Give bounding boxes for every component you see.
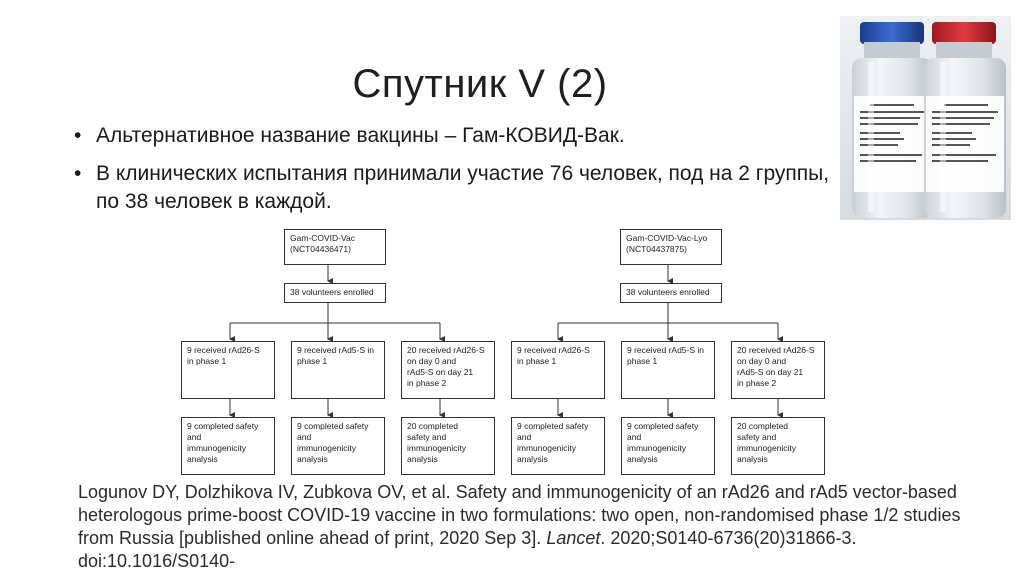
vaccine-vials-illustration [840,16,1011,220]
arm-received-box: 20 received rAd26-S on day 0 and rAd5-S … [401,341,495,399]
arm-completed-box: 20 completed safety and immunogenicity a… [731,417,825,475]
slide-title: Спутник V (2) [352,62,608,106]
trial-box-gam-covid-vac-lyo: Gam-COVID-Vac-Lyo (NCT04437875) [620,229,722,265]
arm-completed-box: 9 completed safety and immunogenicity an… [291,417,385,475]
flowchart-connectors [229,265,783,418]
arm-completed-box: 9 completed safety and immunogenicity an… [181,417,275,475]
bullet-item: • Альтернативное название вакцины – Гам-… [70,122,850,150]
arm-received-box: 9 received rAd5-S in phase 1 [621,341,715,399]
bullet-dot-icon: • [74,124,82,147]
bullet-text: В клинических испытания принимали участи… [96,162,830,213]
reference-doi: . 2020;S0140-6736(20)31866-3. doi:10.101… [78,528,857,571]
arm-completed-box: 9 completed safety and immunogenicity an… [621,417,715,475]
reference-text: Logunov DY, Dolzhikova IV, Zubkova OV, e… [78,482,961,548]
arm-received-box: 9 received rAd26-S in phase 1 [511,341,605,399]
bullet-list: • Альтернативное название вакцины – Гам-… [70,122,850,226]
bullet-text: Альтернативное название вакцины – Гам-КО… [96,124,625,147]
arm-received-box: 9 received rAd5-S in phase 1 [291,341,385,399]
reference-journal: Lancet [546,528,601,548]
arm-completed-box: 9 completed safety and immunogenicity an… [511,417,605,475]
bullet-item: • В клинических испытания принимали учас… [70,160,850,216]
study-flowchart: Gam-COVID-Vac (NCT04436471) 38 volunteer… [178,227,828,479]
reference-citation: Logunov DY, Dolzhikova IV, Zubkova OV, e… [78,481,978,573]
trial-box-gam-covid-vac: Gam-COVID-Vac (NCT04436471) [284,229,386,265]
arm-received-box: 20 received rAd26-S on day 0 and rAd5-S … [731,341,825,399]
arm-completed-box: 20 completed safety and immunogenicity a… [401,417,495,475]
arm-received-box: 9 received rAd26-S in phase 1 [181,341,275,399]
enrolled-box: 38 volunteers enrolled [284,283,386,303]
vaccine-vials-photo [840,16,1011,220]
bullet-dot-icon: • [74,162,82,185]
enrolled-box: 38 volunteers enrolled [620,283,722,303]
